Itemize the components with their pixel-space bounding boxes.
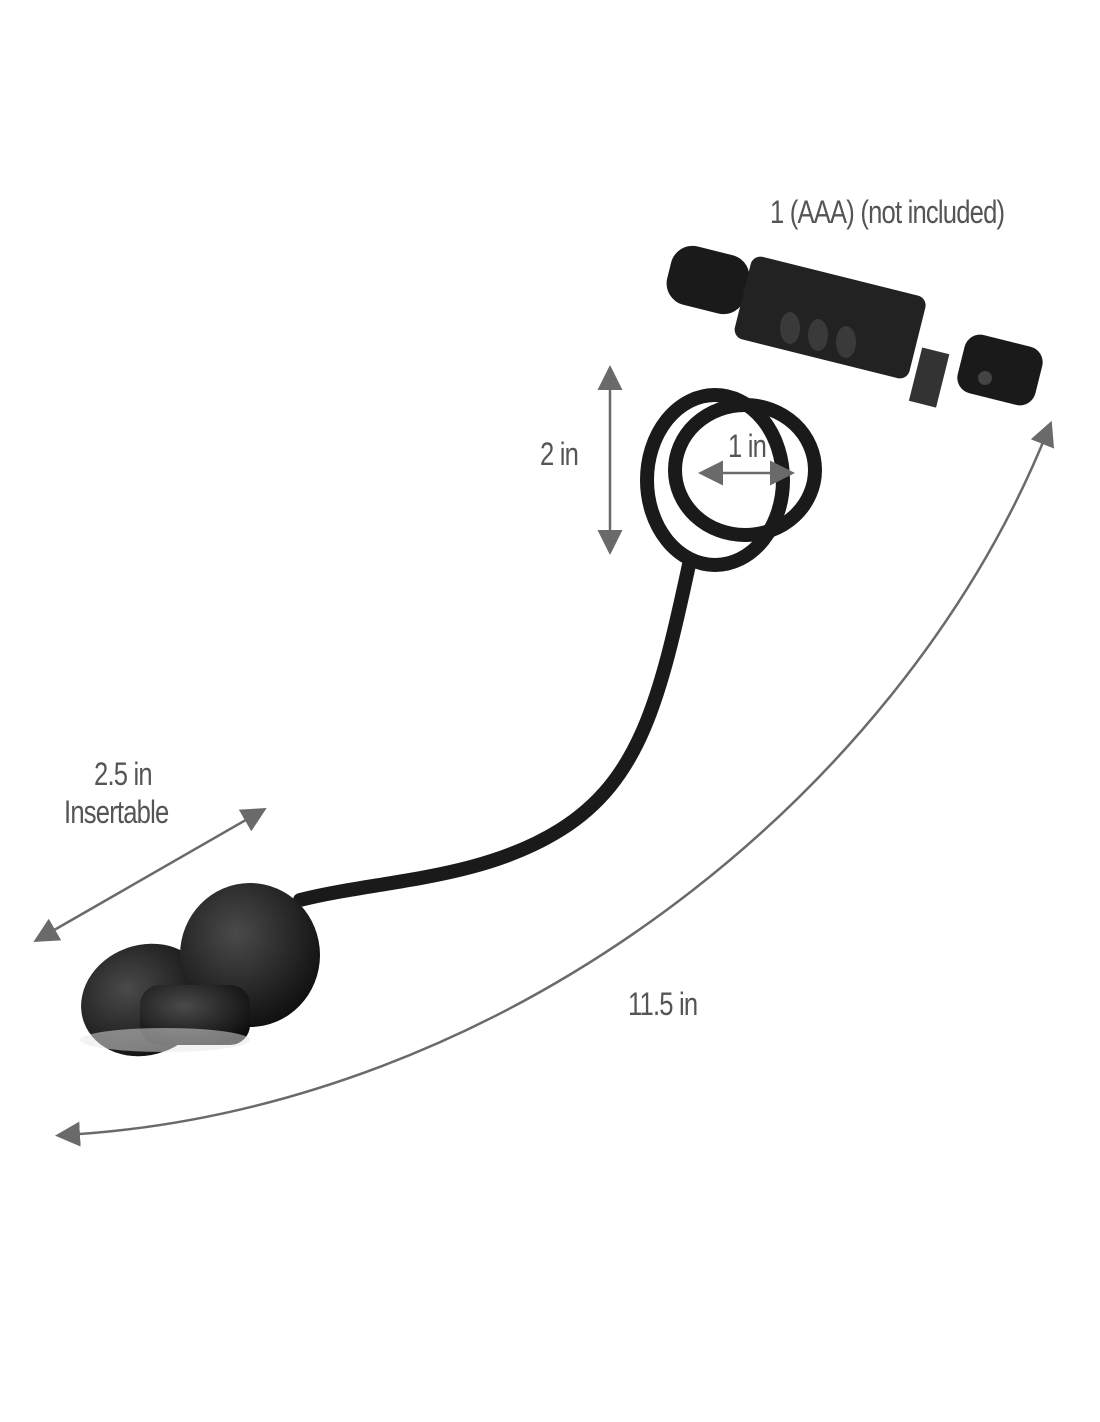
cord xyxy=(293,553,697,907)
battery-label: 1 (AAA) (not included) xyxy=(770,194,1005,230)
plug xyxy=(80,883,320,1057)
total-length-arrow xyxy=(55,420,1055,1147)
total-length-label: 11.5 in xyxy=(628,986,698,1022)
vibrator-bullet xyxy=(666,245,1043,408)
ring-height-label: 2 in xyxy=(540,436,579,472)
ring-inner-label: 1 in xyxy=(728,428,767,464)
insertable-word-label: Insertable xyxy=(64,794,169,830)
insertable-length-label: 2.5 in xyxy=(94,756,153,792)
cock-ring xyxy=(640,388,822,572)
